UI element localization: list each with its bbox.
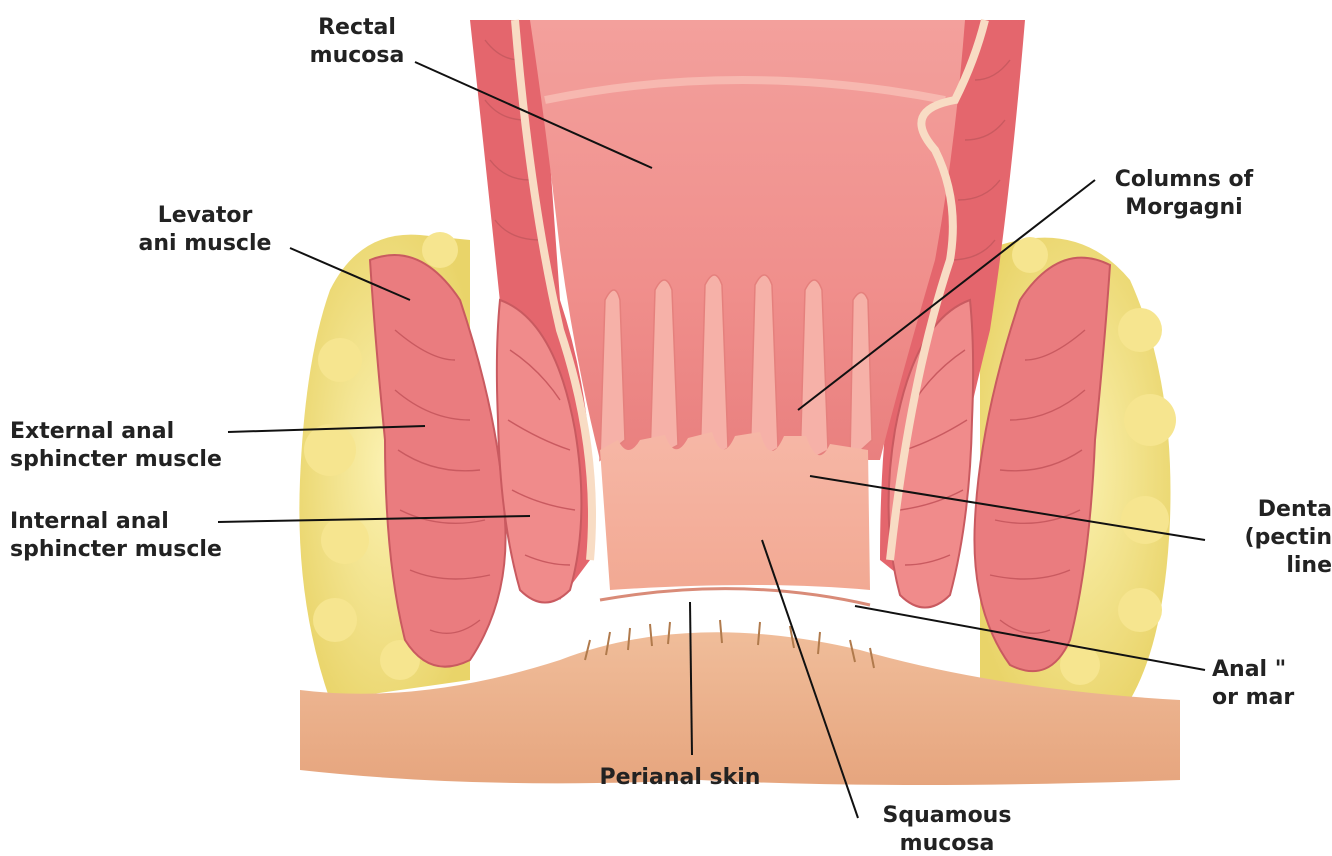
label-external-anal-sphincter: External anal sphincter muscle [10, 418, 222, 474]
label-levator-ani: Levator ani muscle [122, 202, 288, 258]
anal-canal [600, 432, 870, 590]
label-dentate-line: Denta (pectin line [1200, 496, 1332, 580]
label-internal-anal-sphincter: Internal anal sphincter muscle [10, 508, 222, 564]
label-squamous-mucosa: Squamous mucosa [862, 802, 1032, 856]
label-perianal-skin: Perianal skin [570, 764, 790, 792]
label-rectal-mucosa: Rectal mucosa [300, 14, 414, 70]
label-columns-of-morgagni: Columns of Morgagni [1096, 166, 1272, 222]
label-anal-verge: Anal " or mar [1212, 656, 1294, 712]
